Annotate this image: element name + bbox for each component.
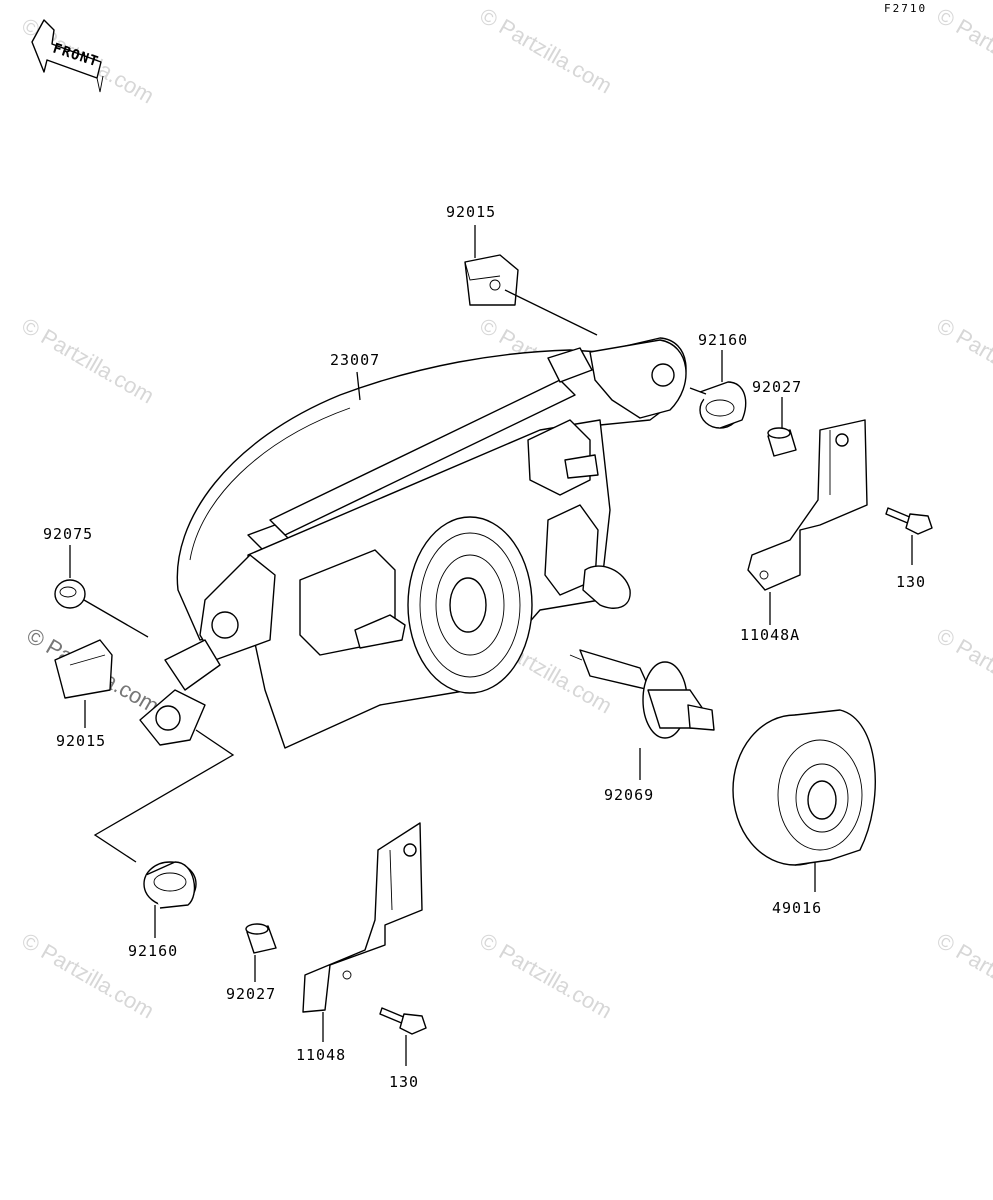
part-92160-left-grommet	[143, 861, 197, 909]
part-92015-top-clip	[464, 254, 519, 306]
part-49016-lens-cover	[732, 709, 876, 866]
leader-line	[83, 599, 149, 638]
part-92015-left-clip	[54, 639, 113, 699]
label-92069: 92069	[604, 786, 654, 804]
leader-line	[689, 387, 707, 395]
part-92160-right-grommet	[699, 381, 747, 429]
leader-line	[93, 729, 235, 863]
label-11048: 11048	[296, 1046, 346, 1064]
watermark-text: © Partzilla.com	[476, 3, 617, 99]
headlight-assembly	[139, 337, 687, 749]
part-92069-bulb	[569, 649, 715, 739]
label-92160: 92160	[698, 331, 748, 349]
part-92027-left-spacer	[245, 923, 277, 954]
part-11048A-bracket	[747, 419, 868, 591]
watermark-text: © Partzilla.com	[476, 928, 617, 1024]
watermark-text: © Partzilla.com	[933, 623, 993, 719]
label-130: 130	[389, 1073, 419, 1091]
label-92075: 92075	[43, 525, 93, 543]
part-92075-grommet	[54, 579, 86, 609]
part-11048-bracket	[302, 822, 423, 1013]
figure-code: F2710	[884, 2, 927, 15]
leader-line	[356, 371, 361, 401]
label-130: 130	[896, 573, 926, 591]
label-92027: 92027	[752, 378, 802, 396]
label-92015: 92015	[56, 732, 106, 750]
leader-line	[504, 289, 598, 336]
watermark-text: © Partzilla.com	[18, 313, 159, 409]
watermark-text: © Partzilla.com	[933, 3, 993, 99]
label-92015: 92015	[446, 203, 496, 221]
part-130-right-bolt	[885, 507, 933, 535]
label-11048A: 11048A	[740, 626, 800, 644]
label-92027: 92027	[226, 985, 276, 1003]
watermark-text: © Partzilla.com	[933, 928, 993, 1024]
watermark-text: © Partzilla.com	[933, 313, 993, 409]
label-92160: 92160	[128, 942, 178, 960]
part-130-bottom-bolt	[379, 1007, 427, 1035]
part-92027-right-spacer	[767, 427, 797, 457]
front-arrow-icon: FRONT	[31, 19, 104, 93]
label-23007: 23007	[330, 351, 380, 369]
label-49016: 49016	[772, 899, 822, 917]
